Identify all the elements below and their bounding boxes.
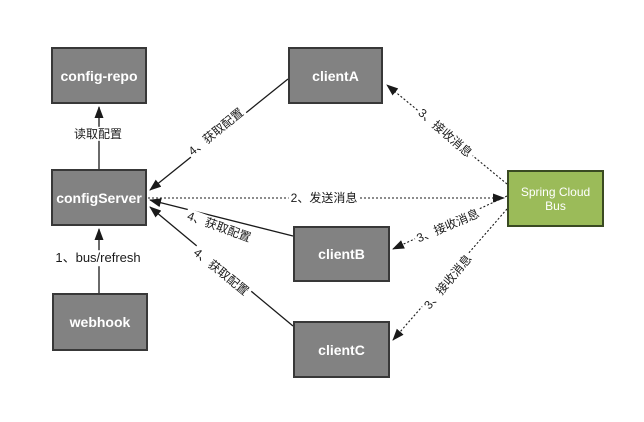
node-config-repo: config-repo [51, 47, 147, 104]
edge-label-bus-refresh: 1、bus/refresh [53, 250, 143, 266]
edge-label-send-message: 2、发送消息 [288, 190, 360, 206]
node-config-server: configServer [51, 169, 147, 226]
edge-label-receive-message-c: 3、接收消息 [419, 250, 477, 314]
edge-label-fetch-config-c: 4、获取配置 [189, 244, 253, 300]
edge-label-fetch-config-a: 4、获取配置 [184, 104, 248, 160]
node-client-a: clientA [288, 47, 383, 104]
edge-label-receive-message-b: 3、接收消息 [412, 205, 484, 247]
edge-label-read-config: 读取配置 [71, 126, 125, 142]
edge-label-receive-message-a: 3、接收消息 [413, 104, 477, 162]
edge-label-fetch-config-b: 4、获取配置 [183, 208, 255, 246]
node-client-b: clientB [293, 226, 390, 282]
node-spring-cloud-bus: Spring Cloud Bus [507, 170, 604, 227]
node-webhook: webhook [52, 293, 148, 351]
node-client-c: clientC [293, 321, 390, 378]
